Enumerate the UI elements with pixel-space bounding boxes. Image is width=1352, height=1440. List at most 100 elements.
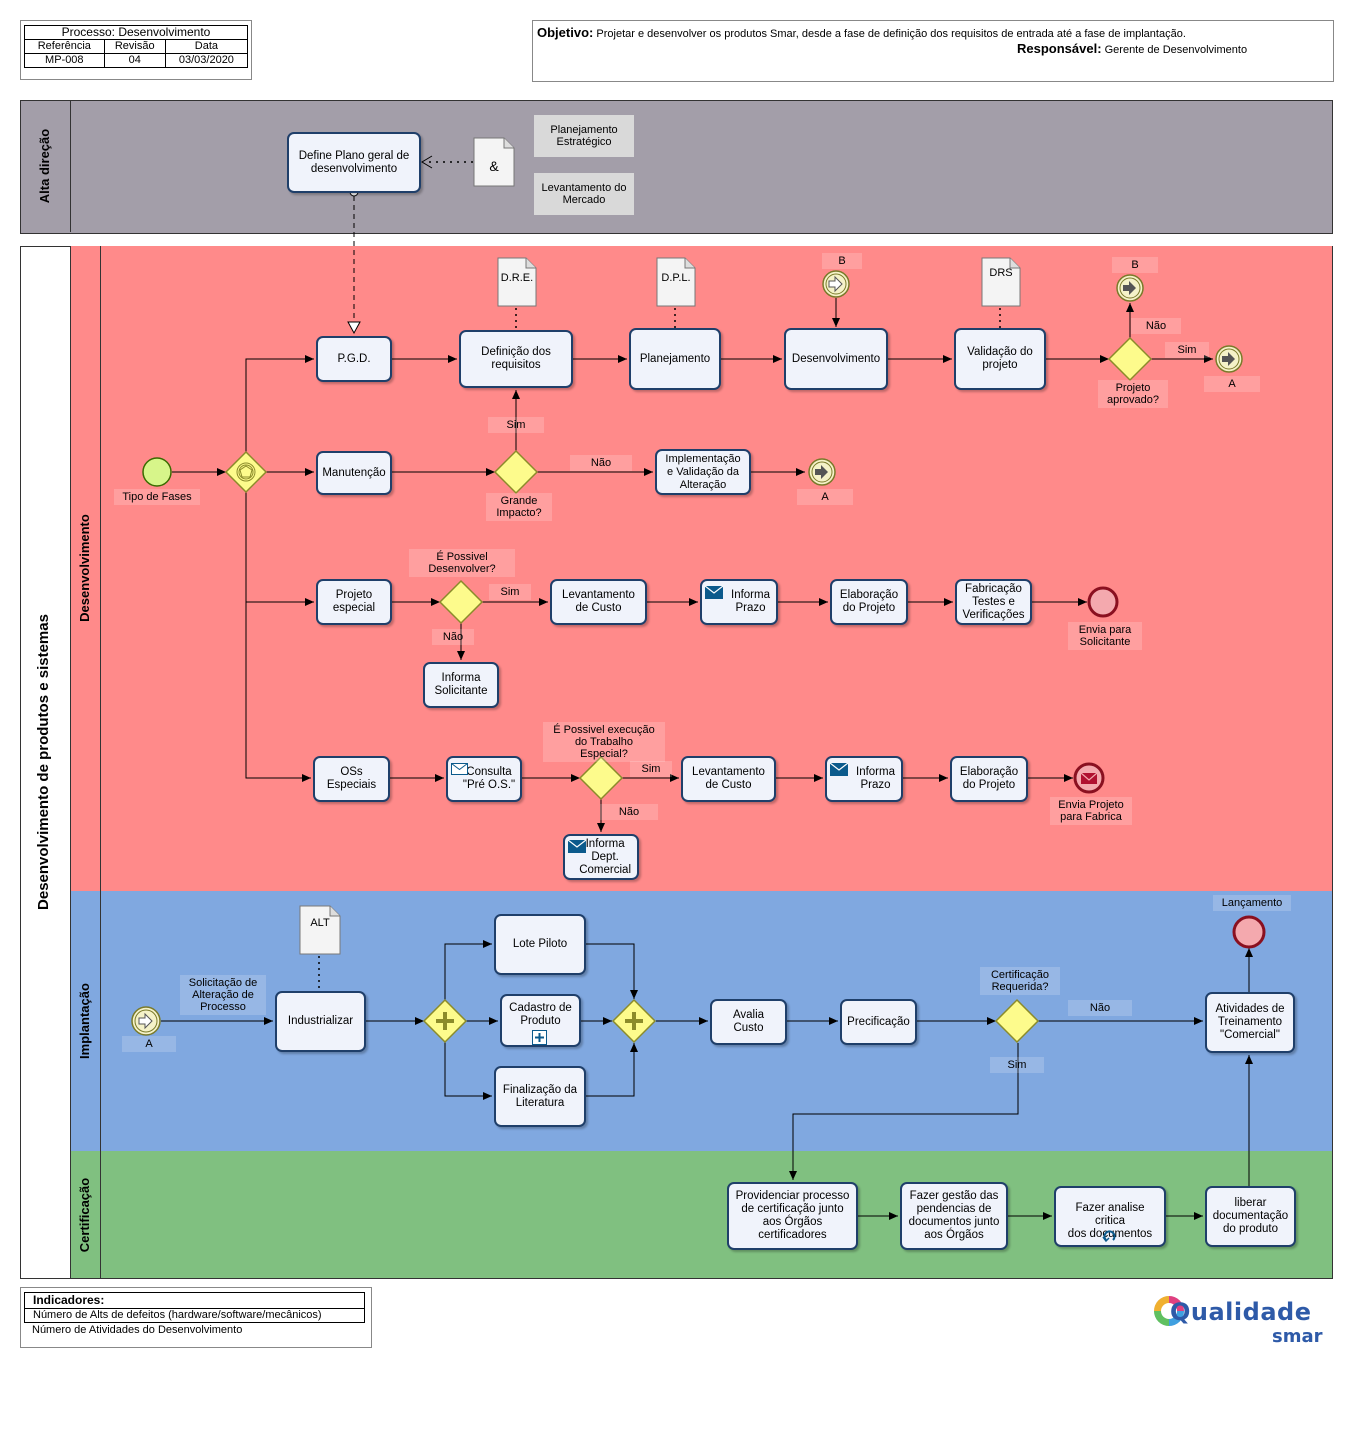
task-cadastro-produto[interactable]: Cadastro de Produto: [500, 994, 581, 1047]
doc-icon-drs: [981, 257, 1021, 307]
lane-alta-direcao: [20, 100, 1333, 234]
task-lote-piloto[interactable]: Lote Piloto: [494, 914, 586, 975]
start-event: [142, 457, 172, 487]
rev-value: 04: [103, 53, 166, 68]
task-implementacao-validacao[interactable]: Implementação e Validação da Alteração: [655, 449, 751, 495]
label-sim-certificacao: Sim: [990, 1057, 1044, 1073]
task-desenvolvimento[interactable]: Desenvolvimento: [784, 328, 888, 390]
label-sim-desenvolver: Sim: [489, 584, 531, 600]
label-nao-execucao: Não: [600, 804, 658, 820]
label-nao-certificacao: Não: [1068, 1000, 1132, 1016]
task-definicao-requisitos[interactable]: Definição dos requisitos: [459, 330, 573, 388]
task-precificacao[interactable]: Precificação: [840, 999, 917, 1045]
task-pgd[interactable]: P.G.D.: [316, 336, 392, 382]
task-finalizacao-literatura[interactable]: Finalização da Literatura: [494, 1066, 586, 1127]
task-planejamento[interactable]: Planejamento: [629, 328, 721, 390]
lane-alta-direcao-header: [20, 100, 71, 232]
grande-impacto-label: Grande Impacto?: [486, 493, 552, 521]
task-gestao-pendencias[interactable]: Fazer gestão das pendencias de documento…: [900, 1182, 1008, 1250]
ampersand-label: &: [489, 158, 499, 174]
task-fabricacao-testes[interactable]: Fabricação Testes e Verificações: [955, 579, 1032, 625]
indicator-item: Número de Alts de defeitos (hardware/sof…: [24, 1308, 365, 1323]
task-levantamento-custo-1[interactable]: Levantamento de Custo: [550, 579, 647, 625]
gateway-projeto-aprovado: [1107, 336, 1153, 382]
ref-value: MP-008: [24, 53, 105, 68]
envia-fabrica-label: Envia Projeto para Fabrica: [1050, 797, 1132, 825]
end-event-envia-solicitante: [1087, 586, 1119, 618]
responsible-text: Gerente de Desenvolvimento: [1104, 44, 1248, 56]
responsible-label: Responsável:: [1017, 41, 1102, 56]
envelope-outline-icon: [451, 763, 468, 775]
indicator-item: Número de Atividades do Desenvolvimento: [32, 1324, 243, 1336]
flow-gw-pgd: [245, 355, 314, 452]
link-a-throw-label-1: A: [1204, 376, 1260, 392]
pool-header-divider: [70, 246, 71, 1278]
doc-label-dre: D.R.E.: [500, 272, 534, 284]
task-levantamento-custo-2[interactable]: Levantamento de Custo: [681, 756, 776, 802]
link-b-throw-label: B: [1112, 257, 1158, 273]
envelope-icon: [705, 586, 723, 599]
task-elaboracao-projeto-1[interactable]: Elaboração do Projeto: [830, 579, 908, 625]
doc-label-alt: ALT: [310, 917, 330, 929]
label-sim-aprovado: Sim: [1165, 342, 1209, 358]
task-consulta-pre-os[interactable]: Consulta "Pré O.S.": [446, 756, 522, 802]
parallel-gateway-join: [611, 998, 657, 1044]
projeto-aprovado-label: Projeto aprovado?: [1098, 380, 1168, 408]
label-nao-desenvolver: Não: [432, 629, 474, 645]
task-oss-especiais[interactable]: OSs Especiais: [313, 756, 390, 802]
task-informa-prazo-2[interactable]: Informa Prazo: [825, 756, 903, 802]
link-a-catch-label: A: [122, 1036, 176, 1052]
label-sim-impacto: Sim: [488, 417, 544, 433]
task-define-plano[interactable]: Define Plano geral de desenvolvimento: [287, 132, 421, 193]
task-informa-solicitante[interactable]: Informa Solicitante: [423, 662, 499, 708]
assoc-ampersand-arrowhead: [421, 155, 433, 169]
envia-solicitante-label: Envia para Solicitante: [1068, 622, 1142, 650]
task-avalia-custo[interactable]: Avalia Custo: [710, 999, 787, 1045]
logo-word-smar: smar: [1272, 1326, 1323, 1347]
link-a-throw-label-2: A: [797, 489, 853, 505]
task-elaboracao-projeto-2[interactable]: Elaboração do Projeto: [950, 756, 1028, 802]
gateway-grande-impacto: [493, 449, 539, 495]
doc-icon-dre: [497, 257, 537, 307]
link-event-a-throw-2: [808, 458, 836, 486]
lancamento-label: Lançamento: [1213, 895, 1291, 911]
link-b-catch-label: B: [822, 253, 862, 269]
objective-text: Projetar e desenvolver os produtos Smar,…: [596, 28, 1186, 40]
parallel-gateway-split: [422, 998, 468, 1044]
gateway-possivel-desenvolver: [438, 579, 484, 625]
doc-label-dpl: D.P.L.: [661, 272, 691, 284]
certificacao-requerida-label: Certificação Requerida?: [980, 967, 1060, 995]
date-value: 03/03/2020: [164, 53, 249, 68]
task-projeto-especial[interactable]: Projeto especial: [316, 579, 392, 625]
doc-icon-dpl: [656, 257, 696, 307]
lane-header-divider: [100, 246, 101, 1278]
task-atividades-treinamento[interactable]: Atividades de Treinamento "Comercial": [1205, 992, 1295, 1053]
task-validacao-projeto[interactable]: Validação do projeto: [954, 328, 1046, 390]
task-industrializar[interactable]: Industrializar: [275, 991, 366, 1052]
task-liberar-documentacao[interactable]: liberar documentação do produto: [1205, 1186, 1296, 1247]
qualidade-smar-logo: Qualidade smar: [1150, 1292, 1340, 1352]
planejamento-estrategico-label: Planejamento Estratégico: [534, 115, 634, 157]
gateway-possivel-execucao: [578, 755, 624, 801]
label-sim-execucao: Sim: [630, 761, 672, 777]
label-nao-impacto: Não: [570, 455, 632, 471]
loop-icon: [1102, 1230, 1116, 1243]
logo-emblem-icon: [1154, 1296, 1184, 1326]
responsible-line: Responsável: Gerente de Desenvolvimento: [1017, 41, 1247, 56]
objective-box: Objetivo: Projetar e desenvolver os prod…: [532, 20, 1334, 82]
link-event-a-throw-1: [1215, 345, 1243, 373]
doc-icon-alt: [299, 905, 341, 955]
flow-gw-projeto-especial: [245, 492, 314, 606]
possivel-desenvolver-label: É Possivel Desenvolver?: [409, 549, 515, 577]
task-providenciar-certificacao[interactable]: Providenciar processo de certificação ju…: [727, 1182, 858, 1250]
end-event-lancamento: [1232, 915, 1266, 949]
link-event-b-catch: [822, 270, 850, 298]
objective-label: Objetivo:: [537, 25, 594, 40]
solicitacao-alteracao-label: Solicitação de Alteração de Processo: [180, 975, 266, 1015]
task-manutencao[interactable]: Manutenção: [316, 451, 392, 495]
end-event-envia-fabrica: [1073, 762, 1105, 794]
flow-gw-oss: [245, 602, 311, 782]
event-gateway: [224, 450, 268, 494]
rev-header: Revisão: [103, 39, 166, 54]
